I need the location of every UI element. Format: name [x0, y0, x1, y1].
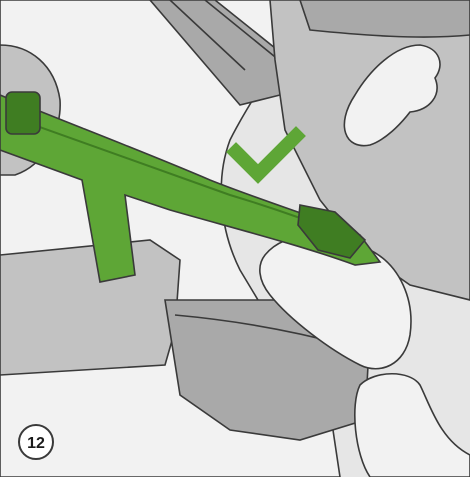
hip-belt [0, 240, 180, 375]
step-number: 12 [27, 435, 45, 452]
step-badge: 12 [19, 425, 53, 459]
left-buckle [6, 92, 40, 134]
carrier-panel-top [300, 0, 470, 37]
